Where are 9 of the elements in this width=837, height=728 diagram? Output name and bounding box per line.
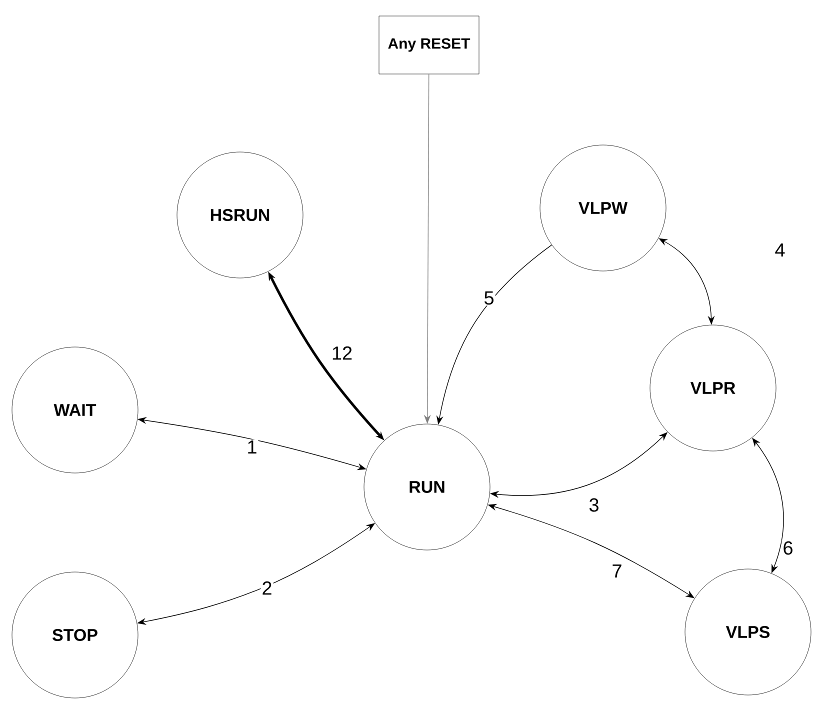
edge-label: 12 <box>330 345 354 361</box>
edge-label: 4 <box>774 242 786 258</box>
edge-label: 7 <box>610 563 624 579</box>
edge-label: 1 <box>246 439 258 455</box>
edge-label: 5 <box>482 290 496 306</box>
edge-label: 6 <box>782 540 794 556</box>
state-box: Any RESET <box>378 16 480 74</box>
edge-label: 3 <box>588 497 600 513</box>
edge-label: 2 <box>260 580 274 596</box>
